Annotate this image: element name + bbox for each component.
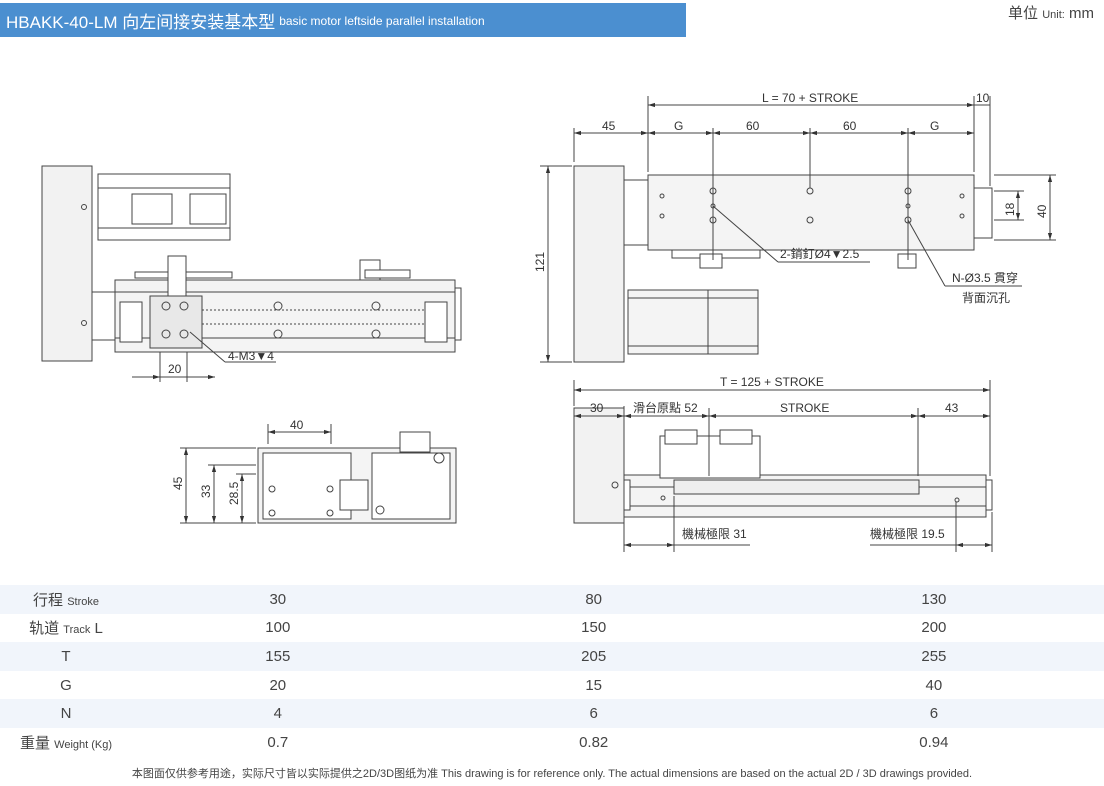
dim-45-label: 45 [602,119,616,133]
row-label-suffix: L [90,620,103,638]
right-motor-body [627,289,759,355]
page-title-bar: HBAKK-40-LM 向左间接安装基本型 basic motor leftsi… [0,3,686,37]
dim-20-label: 20 [168,362,182,376]
page-subtitle: basic motor leftside parallel installati… [279,14,485,28]
dim-T-label: T = 125 + STROKE [720,375,824,389]
end-view [180,424,457,524]
dim-45-end-label: 45 [171,476,185,490]
table-cell: 30 [269,590,287,608]
table-cell: 0.7 [267,733,289,751]
note-m3: 4-M3▼4 [228,349,274,363]
dim-40-label: 40 [1035,204,1049,218]
page-title: HBAKK-40-LM 向左间接安装基本型 [6,12,276,32]
unit-label-cn: 单位 [1008,5,1039,22]
table-cell: 100 [265,619,291,637]
row-label: 重量 Weight (Kg) [0,728,132,757]
right-rail-body [647,174,975,251]
top-view [41,165,462,382]
unit-value: mm [1069,5,1094,22]
row-label-main: 行程 [33,591,64,609]
table-cell: 0.82 [579,733,609,751]
table-cell: 4 [273,705,282,723]
table-row: N 4 6 6 [0,699,1104,728]
row-label-en: Track [63,624,91,637]
row-label-main: 重量 [19,734,50,752]
table-cell: 155 [265,647,291,665]
row-label-en: Weight (Kg) [54,738,113,751]
table-cell: 0.94 [919,733,949,751]
row-label: T [0,642,132,671]
table-row: 行程 Stroke 30 80 130 [0,585,1104,614]
side-view [573,380,993,552]
unit-label: 单位 Unit: mm [1008,2,1094,23]
row-label-main: T [61,647,71,665]
dim-G1-label: G [674,119,683,133]
dim-L-label: L = 70 + STROKE [762,91,858,105]
row-label: G [0,671,132,700]
table-cell: 40 [925,676,943,694]
dim-121-label: 121 [533,252,547,272]
table-row: 轨道 Track L 100 150 200 [0,614,1104,643]
table-cell: 255 [921,647,947,665]
limit-31-label: 機械極限 31 [682,526,747,541]
table-cell: 200 [921,619,947,637]
table-cell: 20 [269,676,287,694]
row-label-main: N [60,705,72,723]
row-label: N [0,699,132,728]
note-hole-1: N-Ø3.5 貫穿 [952,270,1018,285]
table-cell: 15 [585,676,603,694]
dim-60a-label: 60 [746,119,760,133]
dim-30-label: 30 [590,401,604,415]
dim-40-end-label: 40 [290,418,304,432]
dim-G2-label: G [930,119,939,133]
dim-43-label: 43 [945,401,959,415]
row-label-main: 轨道 [29,620,60,638]
side-slide-table [673,479,920,495]
right-top-view [540,96,1056,363]
technical-drawing: 20 4-M3▼4 40 45 33 28.5 [41,91,1056,552]
row-label: 行程 Stroke [0,585,132,614]
unit-label-en: Unit: [1042,9,1065,21]
table-cell: 6 [589,705,598,723]
row-label-en: Stroke [67,595,99,608]
origin-label: 滑台原點 52 [633,400,698,415]
dim-10-label: 10 [976,91,990,105]
table-row: T 155 205 255 [0,642,1104,671]
table-cell: 150 [581,619,607,637]
right-motor-plate [573,165,625,363]
stroke-label: STROKE [780,401,829,415]
table-cell: 80 [585,590,603,608]
table-row: 重量 Weight (Kg) 0.7 0.82 0.94 [0,728,1104,757]
dim-18-label: 18 [1003,202,1017,216]
table-cell: 6 [929,705,939,723]
dim-33-end-label: 33 [199,484,213,498]
dim-60b-label: 60 [843,119,857,133]
limit-19-5-label: 機械極限 19.5 [870,526,945,541]
slide-table [149,295,203,349]
table-cell: 130 [921,590,947,608]
row-label-main: G [60,676,72,694]
side-motor-plate [573,407,625,524]
note-hole-2: 背面沉孔 [962,291,1010,305]
table-cell: 205 [581,647,607,665]
table-row: G 20 15 40 [0,671,1104,700]
row-label: 轨道 Track L [0,614,132,643]
footer-note: 本图面仅供参考用途，实际尺寸皆以实际提供之2D/3D图纸为准 This draw… [131,768,973,780]
note-pin: 2-銷釘Ø4▼2.5 [780,246,860,261]
dim-28-5-end-label: 28.5 [227,481,241,505]
motor-plate [41,165,93,362]
